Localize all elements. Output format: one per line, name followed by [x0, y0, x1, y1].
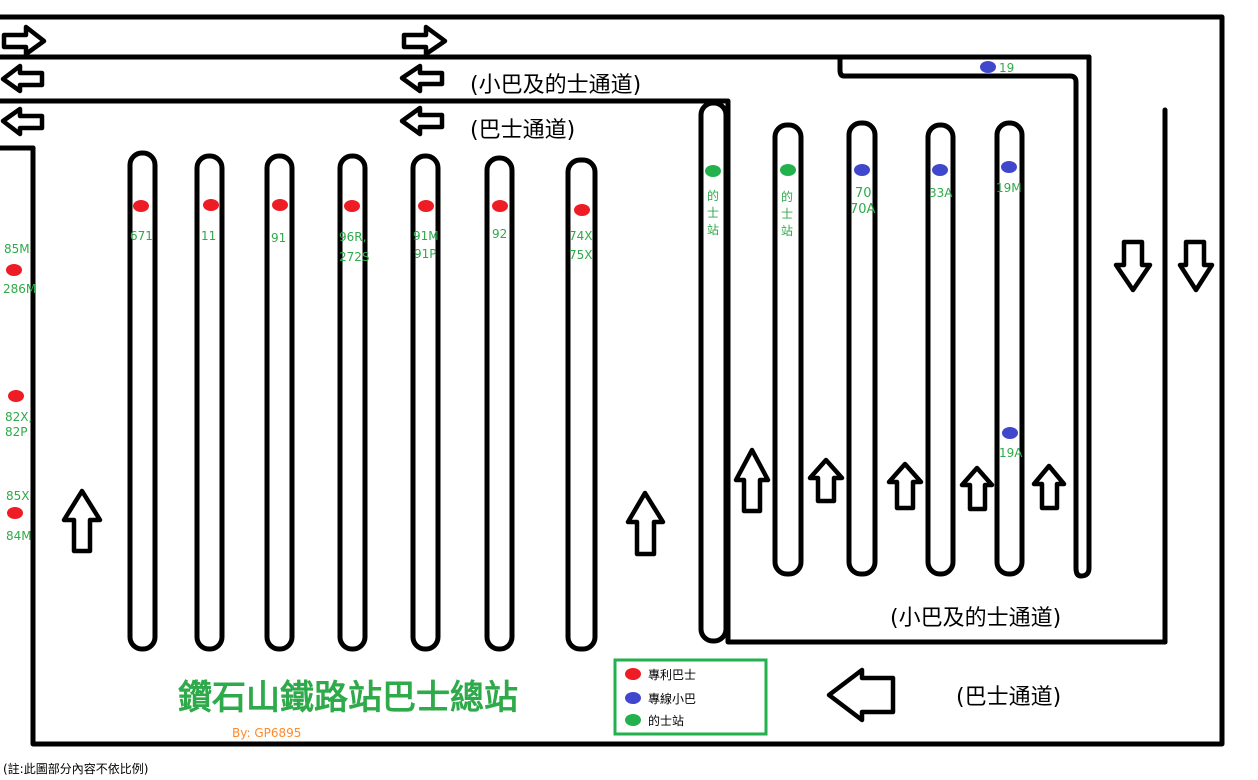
- taxi-label: 站: [781, 224, 793, 238]
- route-label: 92: [492, 227, 507, 241]
- arrow-up-icon: [959, 465, 995, 512]
- platform-3: [264, 153, 295, 652]
- legend: 專利巴士 專線小巴 的士站: [613, 658, 768, 736]
- platform-1: [127, 150, 158, 652]
- taxi-label: 士: [781, 207, 793, 221]
- platform-taxi-b: [772, 122, 804, 577]
- route-label: 70A: [850, 202, 876, 217]
- arrow-right-icon: [1, 24, 47, 57]
- legend-bus-label: 專利巴士: [648, 668, 696, 682]
- route-label: 286M: [3, 282, 36, 296]
- platform-mb-1: [846, 120, 878, 577]
- arrow-left-icon: [826, 667, 896, 723]
- arrow-down-icon: [1177, 239, 1215, 293]
- platform-mb-2: [925, 122, 956, 577]
- arrow-down-icon: [1113, 239, 1153, 293]
- minibus-stop-marker: [932, 164, 948, 176]
- legend-minibus-label: 專線小巴: [648, 691, 696, 706]
- direction-arrows: [0, 24, 1215, 723]
- lane-label-bus-bottom: (巴士通道): [956, 685, 1061, 710]
- arrow-right-icon: [401, 24, 448, 57]
- route-label: 84M: [6, 529, 32, 543]
- minibus-stop-marker: [1002, 427, 1018, 439]
- bus-stop-marker: [203, 199, 219, 211]
- bus-stop-marker: [272, 199, 288, 211]
- bus-stop-marker: [133, 200, 149, 212]
- bus-stop-marker: [344, 200, 360, 212]
- taxi-label: 站: [707, 223, 719, 237]
- taxi-stand-marker: [705, 165, 721, 177]
- arrow-up-icon: [625, 490, 666, 557]
- lane-labels: (小巴及的士通道) (巴士通道) (小巴及的士通道) (巴士通道): [470, 73, 1061, 710]
- route-label: 85M: [4, 242, 30, 256]
- taxi-label: 的: [781, 189, 793, 204]
- route-label: 11: [201, 229, 216, 243]
- route-labels: 85M 286M 82X, 82P 85X 84M 671 11 91 96R,…: [3, 61, 1023, 543]
- route-label: 75X: [569, 248, 593, 262]
- lane-label-bus-top: (巴士通道): [470, 118, 575, 143]
- lane-label-minibus-taxi-top: (小巴及的士通道): [470, 73, 641, 98]
- route-label: 96R,: [339, 230, 366, 244]
- platform-7: [565, 157, 598, 652]
- minibus-top-lane: [837, 54, 1092, 579]
- author-credit: By: GP6895: [232, 726, 301, 740]
- route-label: 272S: [339, 250, 370, 264]
- minibus-stop-marker: [1001, 161, 1017, 173]
- minibus-stop-marker: [980, 61, 996, 73]
- platform-5: [410, 153, 441, 652]
- legend-taxi-marker: [625, 714, 641, 726]
- bus-stop-marker: [6, 264, 22, 276]
- arrow-up-icon: [733, 447, 771, 514]
- road-outlines: [0, 14, 1225, 747]
- bus-stop-marker: [8, 390, 24, 402]
- platforms: [127, 100, 1025, 652]
- bus-stop-marker: [574, 204, 590, 216]
- taxi-stand-marker: [780, 164, 796, 176]
- arrow-up-icon: [886, 461, 924, 511]
- route-label: 74X: [569, 229, 593, 243]
- arrow-left-icon: [399, 105, 445, 137]
- route-label: 19: [999, 61, 1014, 75]
- route-label: 82P: [5, 425, 28, 439]
- arrow-left-icon: [0, 106, 45, 137]
- bus-stop-marker: [492, 200, 508, 212]
- route-label: 91P: [414, 247, 437, 261]
- route-label: 70: [855, 186, 872, 201]
- bus-stop-marker: [7, 507, 23, 519]
- outer-boundary: [0, 14, 1225, 747]
- platform-6: [484, 155, 515, 652]
- arrow-left-icon: [399, 63, 445, 94]
- platform-mb-3: [994, 120, 1025, 577]
- arrow-up-icon: [1031, 463, 1067, 511]
- taxi-label: 士: [707, 206, 719, 220]
- minibus-stop-marker: [854, 164, 870, 176]
- route-label: 91: [271, 231, 286, 245]
- bus-stop-marker: [418, 200, 434, 212]
- arrow-up-icon: [61, 488, 103, 554]
- arrow-left-icon: [0, 63, 45, 94]
- legend-minibus-marker: [625, 692, 641, 704]
- route-label: 33A: [929, 186, 953, 200]
- route-label: 671: [130, 229, 153, 243]
- platform-2: [194, 153, 225, 652]
- arrow-up-icon: [807, 457, 845, 504]
- platform-4: [337, 153, 368, 652]
- stop-markers: [6, 61, 1018, 519]
- scale-note: (註:此圖部分內容不依比例): [3, 761, 148, 776]
- route-label: 19A: [999, 446, 1023, 460]
- legend-bus-marker: [625, 668, 641, 680]
- legend-taxi-label: 的士站: [648, 713, 684, 728]
- lane-label-minibus-taxi-bottom: (小巴及的士通道): [890, 606, 1061, 631]
- taxi-label: 的: [707, 188, 719, 203]
- route-label: 82X,: [5, 410, 32, 424]
- map-title: 鑽石山鐵路站巴士總站: [178, 678, 518, 718]
- platform-taxi-a: [698, 100, 729, 644]
- route-label: 19M: [996, 181, 1022, 195]
- route-label: 91M: [413, 229, 439, 243]
- route-label: 85X: [6, 489, 30, 503]
